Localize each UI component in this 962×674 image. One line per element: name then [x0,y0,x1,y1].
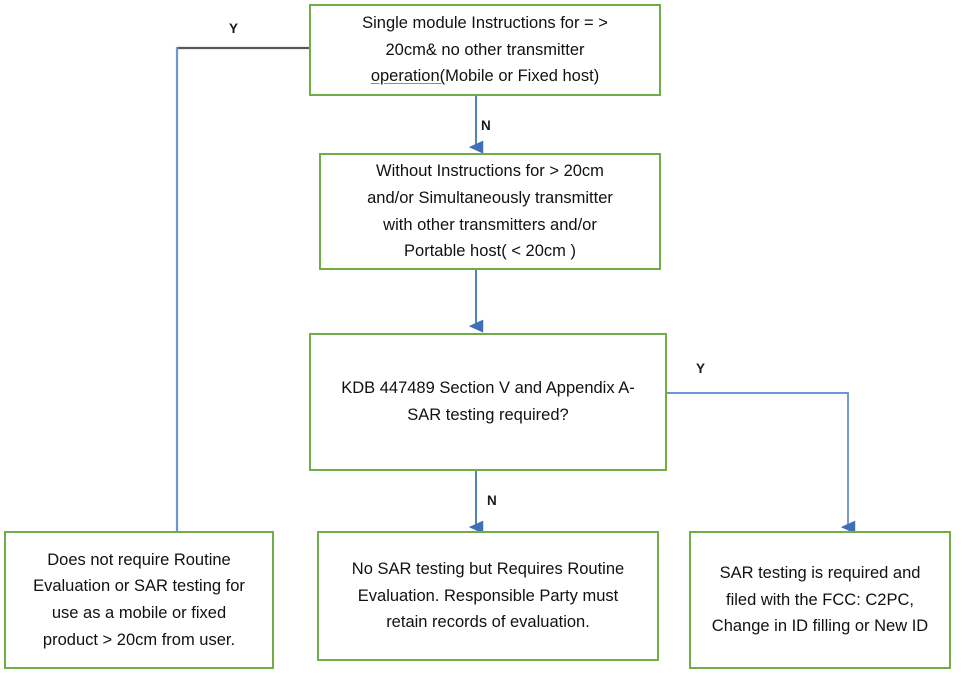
node-single-module[interactable]: Single module Instructions for = > 20cm&… [309,4,661,96]
node-no-sar-routine[interactable]: No SAR testing but Requires Routine Eval… [317,531,659,661]
node-no-sar-routine-label: No SAR testing but Requires Routine Eval… [351,559,625,632]
node-no-routine-evaluation[interactable]: Does not require Routine Evaluation or S… [4,531,274,669]
edge-label-yes-right: Y [696,361,706,376]
edge-label-yes-top: Y [229,21,239,36]
edge-label-no-bottom: N [487,493,497,508]
node-single-module-label: Single module Instructions for = > 20cm&… [362,13,608,86]
node-no-routine-evaluation-label: Does not require Routine Evaluation or S… [33,550,245,649]
node-kdb-decision[interactable]: KDB 447489 Section V and Appendix A- SAR… [309,333,667,471]
node-without-instructions[interactable]: Without Instructions for > 20cm and/or S… [319,153,661,270]
node-kdb-decision-label: KDB 447489 Section V and Appendix A- SAR… [341,379,635,424]
edge-label-no-top: N [481,118,491,133]
node-without-instructions-label: Without Instructions for > 20cm and/or S… [367,162,613,261]
node-sar-required-fcc[interactable]: SAR testing is required and filed with t… [689,531,951,669]
node-sar-required-fcc-label: SAR testing is required and filed with t… [711,563,929,636]
edge-yes-right [667,392,856,534]
